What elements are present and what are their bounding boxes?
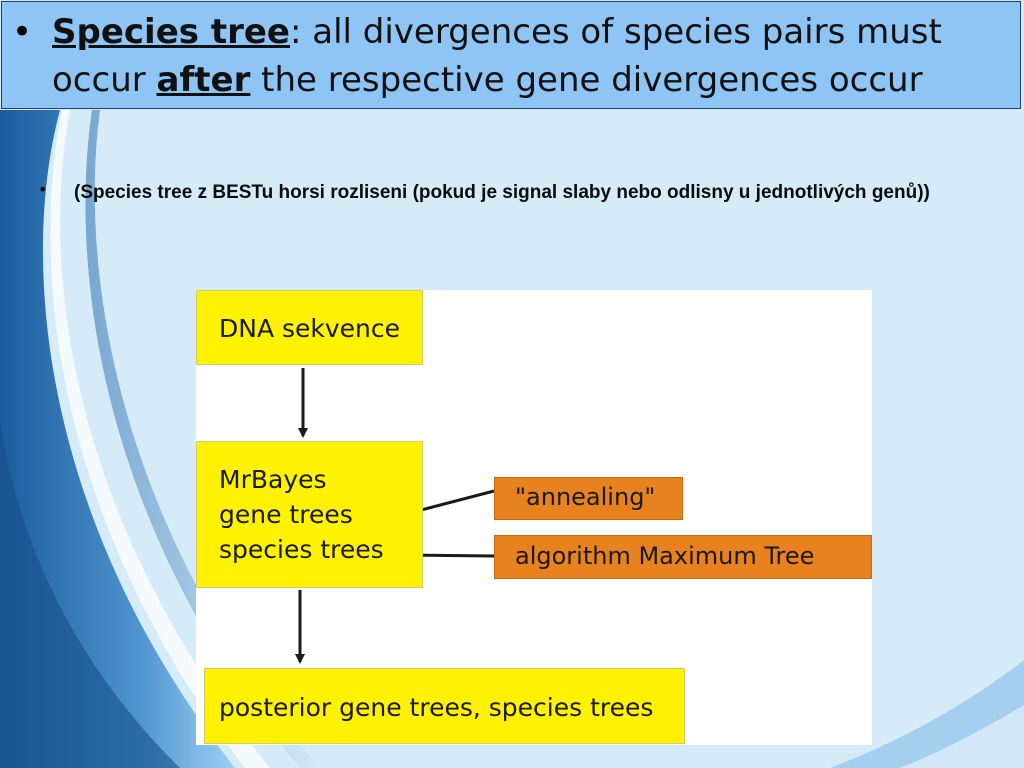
slide-title: Species tree: all divergences of species… (52, 8, 1012, 104)
title-term: Species tree (52, 12, 290, 52)
annealing-box: "annealing" (494, 477, 683, 520)
workflow-diagram: DNA sekvence MrBayes gene trees species … (196, 290, 872, 745)
mrbayes-line-3: species trees (219, 535, 384, 564)
title-text-2: the respective gene divergences occur (250, 60, 923, 100)
slide-title-box: • Species tree: all divergences of speci… (1, 1, 1021, 109)
note-bullet: • (38, 180, 48, 199)
note-text: (Species tree z BESTu horsi rozliseni (p… (74, 182, 930, 203)
mrbayes-line-1: MrBayes (219, 465, 327, 494)
mrbayes-box: MrBayes gene trees species trees (196, 441, 423, 588)
posterior-trees-box: posterior gene trees, species trees (204, 668, 685, 744)
mrbayes-line-2: gene trees (219, 500, 353, 529)
title-emphasis: after (156, 60, 251, 100)
algorithm-maximum-tree-box: algorithm Maximum Tree (494, 535, 872, 579)
dna-sequence-box: DNA sekvence (196, 290, 423, 365)
title-text-1: : all divergences of species pairs must … (52, 12, 942, 100)
title-bullet: • (12, 12, 33, 52)
